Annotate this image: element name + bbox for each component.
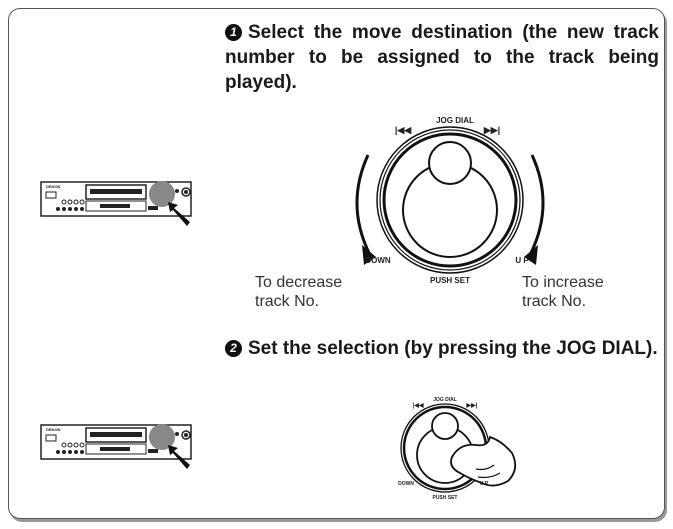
increase-caption-line1: To increase bbox=[522, 274, 604, 291]
jog-dial-label: JOG DIAL bbox=[436, 116, 474, 125]
up-label: U P bbox=[480, 481, 489, 487]
decrease-caption: To decrease track No. bbox=[255, 273, 342, 311]
up-label: U P bbox=[515, 256, 529, 265]
previous-track-icon: |◀◀ bbox=[413, 402, 424, 409]
step-2-number: 2 bbox=[225, 340, 242, 357]
device-brand: DENON bbox=[46, 184, 61, 189]
step-2-text: Set the selection (by pressing the JOG D… bbox=[248, 338, 658, 359]
decrease-caption-line1: To decrease bbox=[255, 274, 343, 291]
step-2-instruction: 2 Set the selection (by pressing the JOG … bbox=[225, 336, 659, 361]
down-label: DOWN bbox=[365, 256, 391, 265]
push-set-label: PUSH SET bbox=[430, 276, 470, 285]
down-label: DOWN bbox=[398, 481, 414, 487]
jog-dial-label: JOG DIAL bbox=[433, 397, 457, 403]
next-track-icon: ▶▶| bbox=[483, 125, 500, 135]
clockwise-arrow bbox=[528, 154, 545, 256]
device-illustration-1: DENON bbox=[40, 181, 192, 226]
jog-dial-diagram-1: JOG DIAL |◀◀ ▶▶| DOWN U P PUSH SET bbox=[355, 116, 545, 285]
increase-caption-line2: track No. bbox=[522, 293, 587, 310]
device-brand: DENON bbox=[46, 427, 61, 432]
increase-caption: To increase track No. bbox=[522, 273, 604, 311]
decrease-caption-line2: track No. bbox=[255, 293, 320, 310]
counterclockwise-arrow bbox=[355, 154, 372, 256]
step-1-text: Select the move destination (the new tra… bbox=[225, 22, 659, 93]
device-illustration-2: DENON bbox=[40, 424, 192, 469]
step-1-number: 1 bbox=[225, 24, 242, 41]
previous-track-icon: |◀◀ bbox=[395, 125, 412, 135]
next-track-icon: ▶▶| bbox=[466, 402, 478, 409]
jog-dial-diagram-2: JOG DIAL |◀◀ ▶▶| DOWN U P PUSH SET bbox=[398, 397, 517, 501]
push-set-label: PUSH SET bbox=[432, 495, 457, 501]
